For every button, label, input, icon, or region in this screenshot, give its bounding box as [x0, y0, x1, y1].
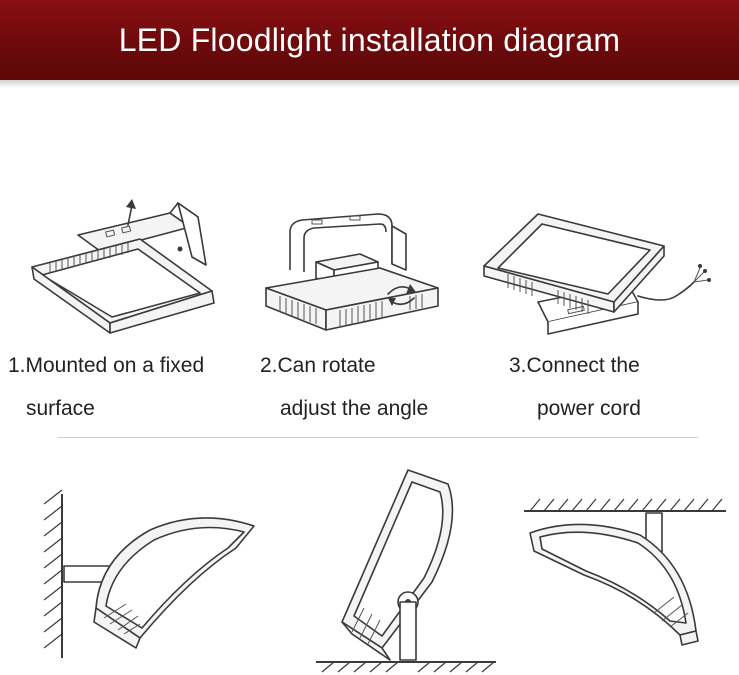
ceiling-mount-illustration: [524, 498, 726, 646]
section-divider: [58, 437, 698, 438]
step3-caption-line2: power cord: [537, 397, 641, 420]
step2-illustration: [265, 213, 439, 331]
wall-mount-illustration: [43, 489, 255, 658]
step2-caption-line2: adjust the angle: [280, 397, 429, 420]
step1-illustration: [31, 199, 215, 334]
floor-mount-illustration: [316, 469, 496, 673]
page-title: LED Floodlight installation diagram: [118, 21, 621, 58]
step2-caption-line1: 2.Can rotate: [260, 354, 376, 377]
step1-caption-line2: surface: [26, 397, 95, 420]
banner-shadow: [0, 80, 739, 88]
step3-illustration: [483, 213, 711, 335]
title-banner: LED Floodlight installation diagram: [0, 0, 739, 80]
step3-caption-line1: 3.Connect the: [509, 354, 640, 377]
step1-caption-line1: 1.Mounted on a fixed: [8, 354, 205, 377]
